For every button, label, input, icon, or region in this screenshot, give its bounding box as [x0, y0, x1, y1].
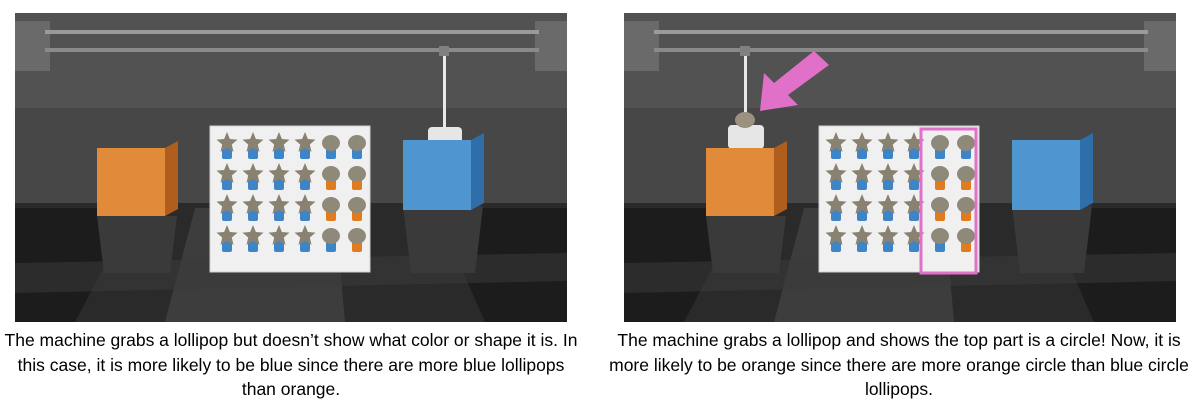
right-caption: The machine grabs a lollipop and shows t…: [609, 330, 1189, 399]
lollipop-star-blue: [877, 194, 899, 221]
lollipop-star-blue: [877, 225, 899, 252]
lollipop-star-blue: [294, 194, 316, 221]
lollipop-star-blue: [216, 194, 238, 221]
lollipop-star-blue: [825, 194, 847, 221]
lollipop-star-blue: [825, 132, 847, 159]
lollipop-star-blue: [903, 132, 925, 159]
lollipop-circle-blue: [957, 135, 975, 159]
lollipop-star-blue: [903, 194, 925, 221]
right-scene-panel: [624, 13, 1176, 322]
lollipop-circle-blue: [322, 228, 340, 252]
lollipop-circle-orange: [957, 228, 975, 252]
pointer-arrow: [760, 51, 829, 111]
lollipop-star-blue: [216, 225, 238, 252]
lollipop-star-blue: [294, 163, 316, 190]
lollipop-circle-orange: [322, 197, 340, 221]
lollipop-star-blue: [825, 163, 847, 190]
lollipop-circle-blue: [348, 135, 366, 159]
lollipop-circle-orange: [957, 166, 975, 190]
lollipop-star-blue: [242, 194, 264, 221]
lollipop-star-blue: [268, 163, 290, 190]
left-scene-panel: [15, 13, 567, 322]
lollipop-circle-blue: [931, 228, 949, 252]
lollipop-star-blue: [242, 225, 264, 252]
lollipop-star-blue: [294, 132, 316, 159]
lollipop-circle-orange: [348, 197, 366, 221]
lollipop-star-blue: [851, 163, 873, 190]
lollipop-star-blue: [268, 132, 290, 159]
lollipop-circle-orange: [348, 166, 366, 190]
lollipop-star-blue: [294, 225, 316, 252]
left-scene-image: [15, 13, 567, 322]
lollipop-circle-blue: [322, 135, 340, 159]
lollipop-star-blue: [877, 132, 899, 159]
right-scene-image: [624, 13, 1176, 322]
lollipop-star-blue: [851, 225, 873, 252]
lollipop-star-blue: [242, 163, 264, 190]
lollipop-circle-orange: [322, 166, 340, 190]
lollipop-circle-orange: [931, 197, 949, 221]
lollipop-circle-orange: [957, 197, 975, 221]
lollipop-star-blue: [877, 163, 899, 190]
lollipop-grid: [216, 132, 366, 252]
lollipop-star-blue: [903, 163, 925, 190]
lollipop-star-blue: [216, 132, 238, 159]
lollipop-star-blue: [825, 225, 847, 252]
lollipop-star-blue: [851, 194, 873, 221]
lollipop-star-blue: [851, 132, 873, 159]
lollipop-grid: [825, 132, 975, 252]
lollipop-circle-orange: [931, 166, 949, 190]
lollipop-circle-orange: [348, 228, 366, 252]
lollipop-star-blue: [242, 132, 264, 159]
lollipop-star-blue: [903, 225, 925, 252]
lollipop-star-blue: [216, 163, 238, 190]
left-caption: The machine grabs a lollipop but doesn’t…: [4, 330, 578, 399]
circle-column-highlight: [919, 127, 978, 275]
lollipop-star-blue: [268, 194, 290, 221]
lollipop-circle-blue: [931, 135, 949, 159]
lollipop-star-blue: [268, 225, 290, 252]
